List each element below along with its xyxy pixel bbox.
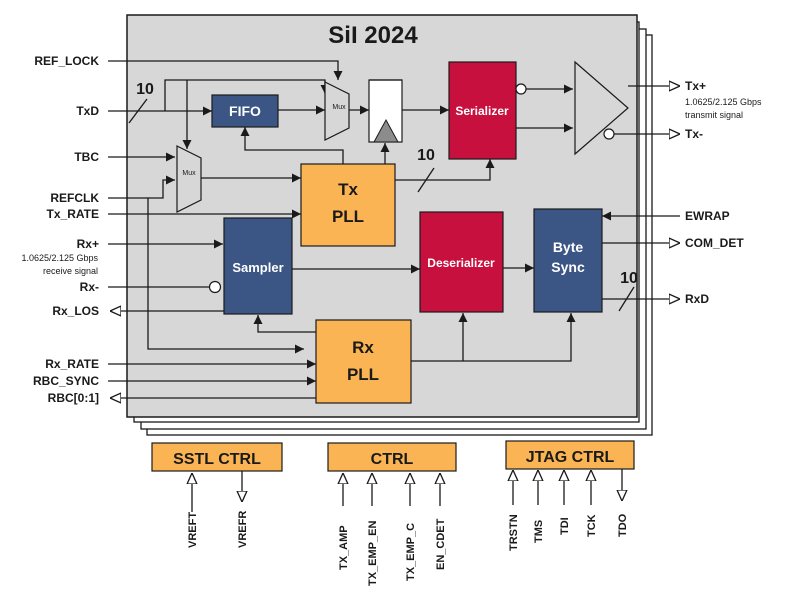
rx-pll-label-1: Rx	[352, 338, 374, 357]
rx-signal-note-2: receive signal	[43, 266, 98, 276]
pin-tx-plus: Tx+	[685, 79, 706, 93]
bus-width-rxd: 10	[620, 270, 638, 287]
pin-txd: TxD	[76, 104, 99, 118]
deserializer-label: Deserializer	[427, 256, 495, 270]
pin-vrefr: VREFR	[237, 511, 249, 548]
ctrl-group-ctrl: CTRL TX_AMP TX_EMP_EN TX_EMP_C EN_CDET	[327, 442, 457, 586]
clock-triangle-icon	[373, 118, 399, 143]
inverter-bubble-icon	[515, 83, 527, 95]
pin-tck: TCK	[586, 514, 598, 537]
pin-tx-emp-en: TX_EMP_EN	[367, 521, 379, 586]
pin-ewrap: EWRAP	[685, 209, 730, 223]
inverter-bubble-icon	[603, 128, 615, 140]
jtag-ctrl-box	[505, 440, 635, 470]
pin-trstn: TRSTN	[508, 514, 520, 551]
pin-rbc: RBC[0:1]	[48, 391, 99, 405]
pin-tx-rate: Tx_RATE	[47, 207, 99, 221]
sampler-block	[223, 217, 293, 315]
deserializer-block	[419, 211, 504, 313]
right-pins: Tx+ 1.0625/2.125 Gbps transmit signal Tx…	[685, 79, 762, 306]
pin-tx-minus: Tx-	[685, 127, 703, 141]
sstl-ctrl-box	[151, 442, 283, 472]
tx-pll-label-2: PLL	[332, 207, 364, 226]
wires	[108, 60, 680, 512]
serializer-label: Serializer	[455, 104, 509, 118]
tx-pll-block	[300, 163, 396, 247]
pin-tdo: TDO	[617, 513, 629, 537]
sstl-ctrl-title: SSTL CTRL	[173, 451, 261, 468]
pin-vreft: VREFT	[187, 512, 199, 548]
mux-left	[176, 145, 202, 213]
byte-sync-block	[533, 208, 603, 313]
tx-pll-label-1: Tx	[338, 180, 358, 199]
tx-signal-note-1: 1.0625/2.125 Gbps	[685, 97, 762, 107]
rx-pll-label-2: PLL	[347, 365, 379, 384]
fifo-block	[211, 94, 279, 128]
pin-ref-lock: REF_LOCK	[34, 54, 99, 68]
pin-rxd: RxD	[685, 292, 709, 306]
mux-left-label: Mux	[182, 170, 196, 177]
pin-com-det: COM_DET	[685, 236, 744, 250]
rx-signal-note-1: 1.0625/2.125 Gbps	[21, 253, 98, 263]
pin-rx-plus: Rx+	[77, 237, 99, 251]
pin-tbc: TBC	[74, 150, 99, 164]
chip-title: SiI 2024	[328, 22, 418, 49]
ctrl-title: CTRL	[371, 451, 414, 468]
bus-width-tx-pll: 10	[417, 147, 435, 164]
rx-pll-block	[315, 319, 412, 404]
fifo-label: FIFO	[229, 103, 261, 119]
pin-rbc-sync: RBC_SYNC	[33, 374, 99, 388]
pin-tx-emp-c: TX_EMP_C	[405, 523, 417, 581]
mux-top	[324, 81, 350, 141]
bus-width-txd: 10	[136, 81, 154, 98]
pin-refclk: REFCLK	[50, 191, 99, 205]
pin-rx-los: Rx_LOS	[52, 304, 99, 318]
pin-rx-rate: Rx_RATE	[45, 357, 99, 371]
ctrl-group-jtag: JTAG CTRL TRSTN TMS TDI TCK TDO	[505, 440, 635, 551]
pin-tdi: TDI	[559, 517, 571, 535]
serializer-block	[448, 61, 517, 160]
tx-signal-note-2: transmit signal	[685, 110, 743, 120]
sampler-label: Sampler	[232, 260, 283, 275]
mux-top-label: Mux	[332, 104, 346, 111]
left-pins: REF_LOCK TxD TBC REFCLK Tx_RATE Rx+ 1.06…	[21, 54, 99, 405]
pin-rx-minus: Rx-	[80, 280, 99, 294]
pin-tms: TMS	[533, 520, 545, 543]
jtag-ctrl-title: JTAG CTRL	[526, 449, 615, 466]
pin-en-cdet: EN_CDET	[435, 518, 447, 570]
inverter-bubble-icon	[208, 280, 222, 294]
byte-sync-label-1: Byte	[553, 239, 584, 255]
ctrl-group-sstl: SSTL CTRL VREFT VREFR	[151, 442, 283, 548]
pin-tx-amp: TX_AMP	[338, 525, 350, 570]
line-driver-icon	[574, 60, 629, 156]
ctrl-box	[327, 442, 457, 472]
byte-sync-label-2: Sync	[551, 259, 585, 275]
